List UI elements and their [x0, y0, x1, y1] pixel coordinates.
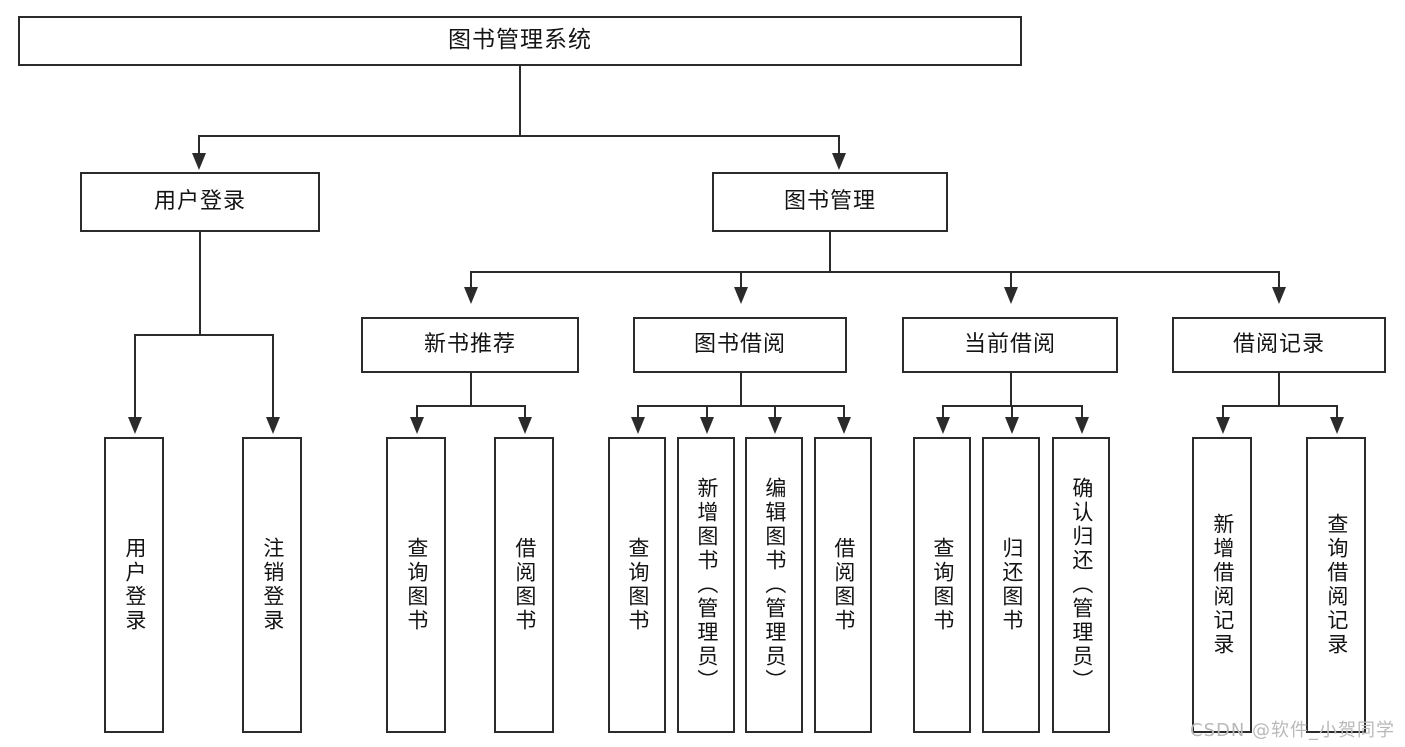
node-current-borrow[interactable]: 当前借阅: [902, 317, 1118, 373]
leaf-user-login-1[interactable]: 用户登录: [104, 437, 164, 733]
node-label: 借阅图书: [831, 537, 856, 633]
arrow-new-book-leaf-1: [410, 417, 424, 434]
node-label: 查询借阅记录: [1324, 513, 1349, 657]
leaf-borrow-record-2[interactable]: 查询借阅记录: [1306, 437, 1366, 733]
connector-book-borrow-c1: [637, 405, 639, 419]
arrow-to-book-borrow: [734, 287, 748, 304]
leaf-book-borrow-4[interactable]: 借阅图书: [814, 437, 872, 733]
arrow-current-borrow-leaf-3: [1075, 417, 1089, 434]
connector-book-borrow-c3: [774, 405, 776, 419]
connector-book-management-stem: [829, 232, 831, 272]
arrow-current-borrow-leaf-1: [936, 417, 950, 434]
leaf-book-borrow-2[interactable]: 新增图书（管理员）: [677, 437, 735, 733]
node-new-book-recommend[interactable]: 新书推荐: [361, 317, 579, 373]
arrow-current-borrow-leaf-2: [1005, 417, 1019, 434]
arrow-user-login-leaf-1: [128, 417, 142, 434]
connector-level2-bar: [198, 135, 840, 137]
leaf-new-book-1[interactable]: 查询图书: [386, 437, 446, 733]
leaf-borrow-record-1[interactable]: 新增借阅记录: [1192, 437, 1252, 733]
node-label: 借阅记录: [1232, 331, 1325, 357]
connector-user-login-left: [134, 334, 136, 419]
node-label: 图书管理: [783, 188, 876, 214]
connector-current-borrow-stem: [1010, 373, 1012, 406]
node-label: 新增图书（管理员）: [694, 477, 719, 693]
node-label: 查询图书: [930, 537, 955, 633]
node-label: 用户登录: [122, 537, 147, 633]
connector-new-book-stem: [470, 373, 472, 406]
leaf-current-borrow-3[interactable]: 确认归还（管理员）: [1052, 437, 1110, 733]
connector-root-stem: [519, 66, 521, 136]
connector-current-borrow-c3: [1081, 405, 1083, 419]
connector-to-new-book: [470, 271, 472, 289]
node-label: 图书借阅: [693, 331, 786, 357]
connector-new-book-bar: [416, 405, 524, 407]
connector-borrow-record-c1: [1222, 405, 1224, 419]
arrow-new-book-leaf-2: [518, 417, 532, 434]
connector-borrow-record-bar: [1222, 405, 1336, 407]
connector-book-borrow-c2: [706, 405, 708, 419]
leaf-current-borrow-2[interactable]: 归还图书: [982, 437, 1040, 733]
node-label: 查询图书: [404, 537, 429, 633]
connector-to-user-login: [198, 135, 200, 155]
node-book-borrow[interactable]: 图书借阅: [633, 317, 847, 373]
arrow-book-borrow-leaf-4: [837, 417, 851, 434]
arrow-to-user-login: [192, 153, 206, 170]
arrow-to-book-management: [832, 153, 846, 170]
node-label: 借阅图书: [512, 537, 537, 633]
node-label: 图书管理系统: [448, 27, 592, 54]
leaf-user-login-2[interactable]: 注销登录: [242, 437, 302, 733]
leaf-book-borrow-1[interactable]: 查询图书: [608, 437, 666, 733]
node-label: 编辑图书（管理员）: [762, 477, 787, 693]
arrow-book-borrow-leaf-1: [631, 417, 645, 434]
connector-to-book-management: [838, 135, 840, 155]
node-label: 新增借阅记录: [1210, 513, 1235, 657]
arrow-to-new-book-recommend: [464, 287, 478, 304]
connector-book-borrow-stem: [740, 373, 742, 406]
connector-current-borrow-c2: [1011, 405, 1013, 419]
node-borrow-record[interactable]: 借阅记录: [1172, 317, 1386, 373]
connector-to-book-borrow: [740, 271, 742, 289]
connector-level3-bar: [470, 271, 1279, 273]
arrow-user-login-leaf-2: [266, 417, 280, 434]
connector-user-login-stem: [199, 232, 201, 335]
node-label: 当前借阅: [963, 331, 1056, 357]
arrow-book-borrow-leaf-2: [700, 417, 714, 434]
connector-book-borrow-bar: [637, 405, 843, 407]
node-label: 确认归还（管理员）: [1069, 477, 1094, 693]
connector-to-borrow-record: [1278, 271, 1280, 289]
node-root-book-management-system[interactable]: 图书管理系统: [18, 16, 1022, 66]
connector-to-current-borrow: [1010, 271, 1012, 289]
connector-new-book-c1: [416, 405, 418, 419]
leaf-current-borrow-1[interactable]: 查询图书: [913, 437, 971, 733]
node-label: 注销登录: [260, 537, 285, 633]
connector-new-book-c2: [524, 405, 526, 419]
node-label: 归还图书: [999, 537, 1024, 633]
node-label: 查询图书: [625, 537, 650, 633]
arrow-book-borrow-leaf-3: [768, 417, 782, 434]
arrow-to-borrow-record: [1272, 287, 1286, 304]
arrow-borrow-record-leaf-1: [1216, 417, 1230, 434]
connector-book-borrow-c4: [843, 405, 845, 419]
connector-user-login-bar: [134, 334, 272, 336]
connector-user-login-right: [272, 334, 274, 419]
arrow-to-current-borrow: [1004, 287, 1018, 304]
node-label: 新书推荐: [423, 331, 516, 357]
connector-current-borrow-c1: [942, 405, 944, 419]
node-user-login[interactable]: 用户登录: [80, 172, 320, 232]
connector-borrow-record-stem: [1278, 373, 1280, 406]
connector-borrow-record-c2: [1336, 405, 1338, 419]
leaf-new-book-2[interactable]: 借阅图书: [494, 437, 554, 733]
leaf-book-borrow-3[interactable]: 编辑图书（管理员）: [745, 437, 803, 733]
arrow-borrow-record-leaf-2: [1330, 417, 1344, 434]
node-label: 用户登录: [153, 188, 246, 214]
node-book-management[interactable]: 图书管理: [712, 172, 948, 232]
